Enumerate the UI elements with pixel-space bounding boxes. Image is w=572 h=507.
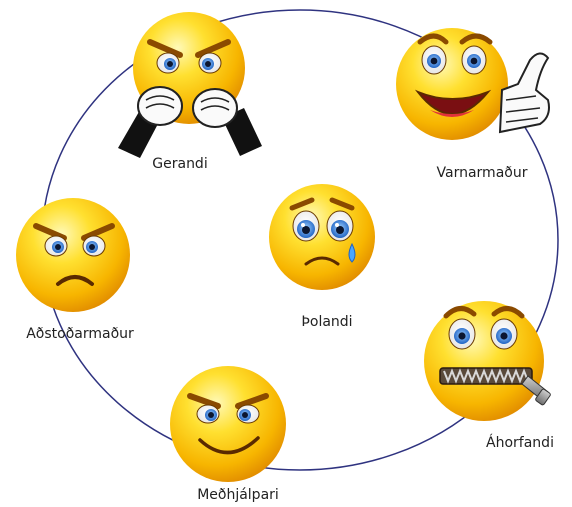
angry-fist-face-icon (118, 12, 262, 158)
smirking-face-icon (170, 366, 286, 482)
role-tholandi: Þolandi (269, 184, 375, 330)
role-label-medhjalpari: Meðhjálpari (197, 487, 279, 503)
zipped-mouth-face-icon (424, 301, 551, 421)
role-label-varnarmadur: Varnarmaður (437, 165, 528, 181)
role-adstodarmadur: Aðstoðarmaður (16, 198, 134, 342)
role-gerandi: Gerandi (118, 12, 262, 172)
frowning-angry-face-icon (16, 198, 130, 312)
role-label-adstodarmadur: Aðstoðarmaður (26, 326, 134, 342)
role-ahorfandi: Áhorfandi (424, 301, 554, 451)
smiling-thumbs-up-face-icon (396, 28, 550, 140)
crying-face-icon (269, 184, 375, 290)
role-varnarmadur: Varnarmaður (396, 28, 550, 181)
role-label-gerandi: Gerandi (152, 156, 207, 172)
role-label-tholandi: Þolandi (301, 314, 352, 330)
role-medhjalpari: Meðhjálpari (170, 366, 286, 503)
role-label-ahorfandi: Áhorfandi (486, 434, 554, 451)
